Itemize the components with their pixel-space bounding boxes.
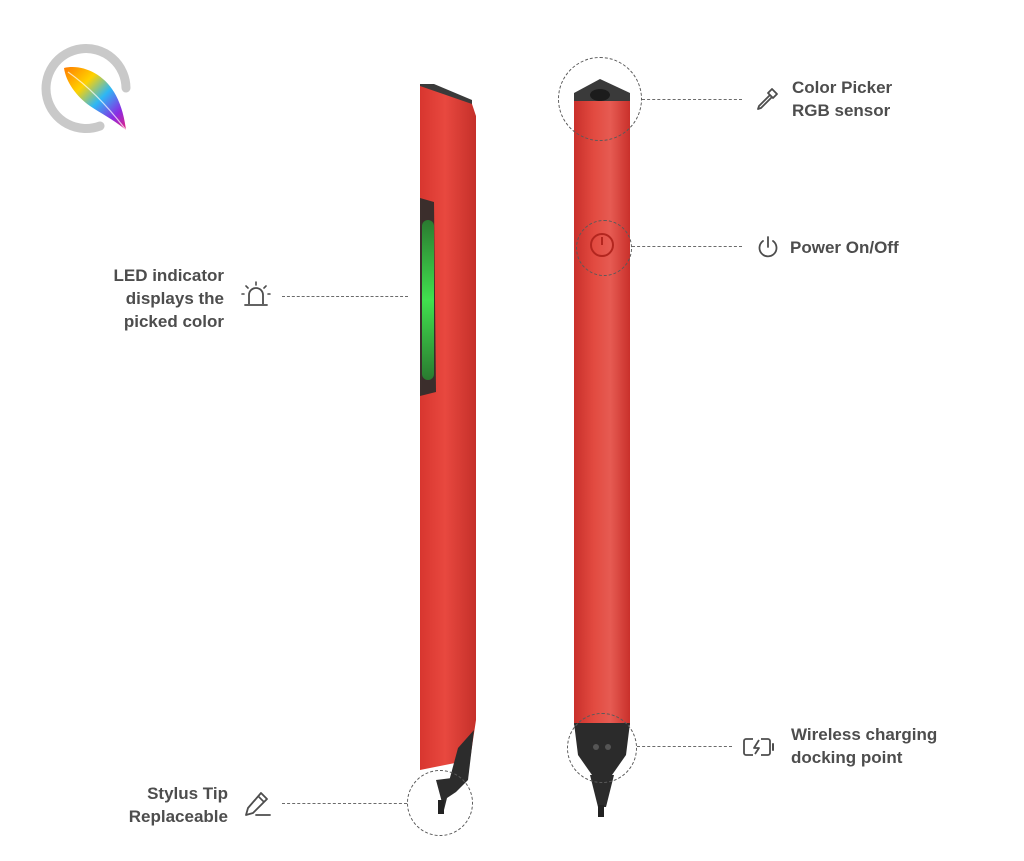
wireless-label: Wireless charging docking point: [791, 725, 938, 767]
color-picker-highlight: [558, 57, 642, 141]
pencil-icon: [242, 790, 272, 818]
stylus-label: Stylus Tip Replaceable: [128, 784, 228, 826]
charging-battery-icon: [742, 735, 776, 759]
app-logo: [40, 40, 135, 135]
eyedropper-icon: [754, 86, 780, 112]
stylus-leader: [282, 803, 407, 804]
led-label: LED indicator displays the picked color: [113, 266, 224, 331]
power-icon: [755, 234, 781, 260]
led-leader: [282, 296, 408, 297]
color-picker-leader: [642, 99, 742, 100]
pen-side-view: [400, 80, 490, 840]
power-label: Power On/Off: [790, 238, 899, 257]
color-picker-label: Color Picker RGB sensor: [792, 78, 893, 120]
power-button-highlight: [576, 220, 632, 276]
stylus-tip-highlight: [407, 770, 473, 836]
charging-point-highlight: [567, 713, 637, 783]
wireless-leader: [637, 746, 732, 747]
power-leader: [632, 246, 742, 247]
alarm-light-icon: [240, 280, 272, 310]
feather-logo-icon: [41, 44, 131, 134]
